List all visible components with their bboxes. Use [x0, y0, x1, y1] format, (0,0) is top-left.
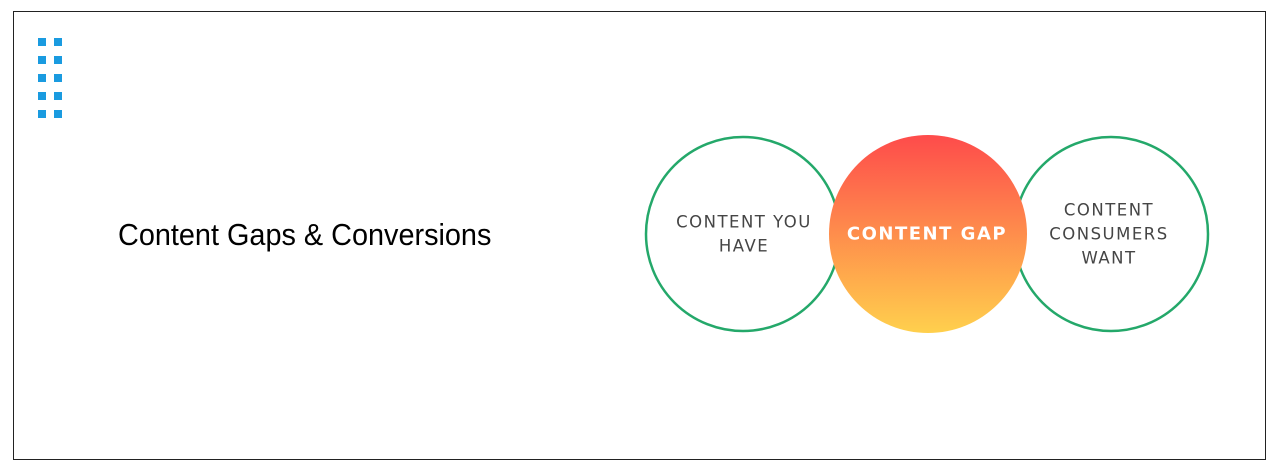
dot-grid-icon — [38, 38, 62, 118]
page-title: Content Gaps & Conversions — [118, 217, 492, 252]
